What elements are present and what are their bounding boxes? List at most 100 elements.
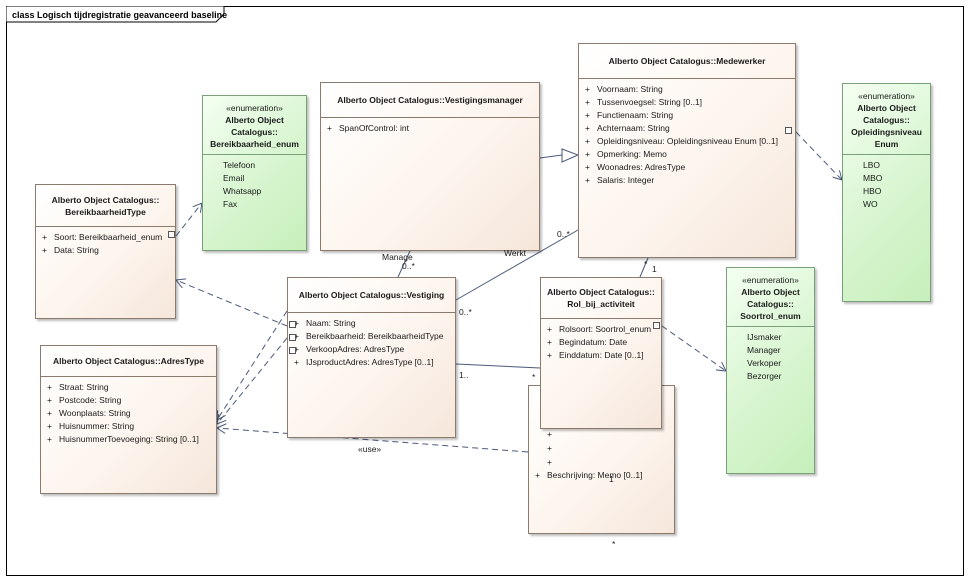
class-medewerker[interactable]: Alberto Object Catalogus::Medewerker +Vo… xyxy=(578,43,796,258)
multiplicity-label: 0..* xyxy=(557,229,570,239)
class-name-line: Opleidingsniveau xyxy=(851,127,922,137)
class-name-line: Catalogus:: xyxy=(231,127,278,137)
class-opleidingsniveau-enum[interactable]: «enumeration» Alberto Object Catalogus::… xyxy=(842,83,931,302)
enum-literal: Telefoon xyxy=(223,160,256,170)
enum-literal: Verkoper xyxy=(747,358,782,368)
attribute-port xyxy=(785,127,792,134)
multiplicity-label: 1 xyxy=(652,264,657,274)
multiplicity-label: * xyxy=(612,539,616,549)
multiplicity-label: 1 xyxy=(609,474,614,484)
attribute-marker: + xyxy=(547,457,552,467)
attribute-row: +SpanOfControl: int xyxy=(327,123,409,133)
class-name-line: Catalogus:: xyxy=(747,299,794,309)
class-vestiging[interactable]: Alberto Object Catalogus::Vestiging +Naa… xyxy=(287,277,456,438)
attribute-port xyxy=(289,321,296,328)
attribute-row: +Woonadres: AdresType xyxy=(585,162,686,172)
attribute-row: +Naam: String xyxy=(294,318,356,328)
attribute-row: +Woonplaats: String xyxy=(47,408,131,418)
class-bereikbaarheidtype[interactable]: Alberto Object Catalogus:: Bereikbaarhei… xyxy=(35,184,176,319)
stereotype-label: «enumeration» xyxy=(742,275,799,285)
enum-literal: Manager xyxy=(747,345,781,355)
attribute-port xyxy=(289,347,296,354)
generalization-arrowhead xyxy=(561,148,580,163)
class-soortrol-enum[interactable]: «enumeration» Alberto Object Catalogus::… xyxy=(726,267,815,474)
class-name-line: Rol_bij_activiteit xyxy=(567,299,635,309)
assoc-manage xyxy=(397,250,411,278)
multiplicity-label: * xyxy=(644,259,648,269)
attribute-row: +Bereikbaarheid: BereikbaarheidType xyxy=(294,331,444,341)
class-name-line: Alberto Object xyxy=(225,115,284,125)
enum-literal: Bezorger xyxy=(747,371,782,381)
assoc-medewerker-rol xyxy=(639,257,649,278)
enum-literal: Fax xyxy=(223,199,238,209)
enum-literal: MBO xyxy=(863,173,883,183)
dep-bereikbaarheidtype-to-enum xyxy=(175,203,202,237)
attribute-row: +Rolsoort: Soortrol_enum xyxy=(547,324,652,334)
class-name-line: Soortrol_enum xyxy=(740,311,801,321)
attribute-port xyxy=(289,334,296,341)
class-name: Alberto Object Catalogus::Vestiging xyxy=(298,290,445,300)
class-name-line: BereikbaarheidType xyxy=(65,207,146,217)
stereotype-label: «enumeration» xyxy=(226,103,283,113)
attribute-port xyxy=(653,322,660,329)
assoc-werkt xyxy=(455,229,579,301)
attribute-row: +Huisnummer: String xyxy=(47,421,135,431)
class-name-line: Alberto Object Catalogus:: xyxy=(51,195,160,205)
dep-rol-to-soortrol xyxy=(661,325,726,371)
enum-literal: HBO xyxy=(863,186,882,196)
assoc-role-label-manage: Manage xyxy=(382,252,413,262)
multiplicity-label: * xyxy=(532,372,536,382)
class-name: Alberto Object Catalogus::Vestigingsmana… xyxy=(337,95,523,105)
enum-literal: WO xyxy=(863,199,878,209)
attribute-row: +Beschrijving: Memo [0..1] xyxy=(535,470,643,480)
class-name-line: Alberto Object Catalogus:: xyxy=(547,287,655,297)
attribute-port xyxy=(168,231,175,238)
dep-vestiging-to-bereikbaarheidtype xyxy=(176,280,288,327)
class-rol-bij-activiteit[interactable]: Alberto Object Catalogus:: Rol_bij_activ… xyxy=(540,277,662,429)
dep-use-to-adrestype xyxy=(217,428,529,453)
attribute-row: +Opleidingsniveau: Opleidingsniveau Enum… xyxy=(585,136,778,146)
multiplicity-label: 0..* xyxy=(402,261,415,271)
dep-medewerker-to-opleidingsniveau xyxy=(795,131,842,180)
class-name: Alberto Object Catalogus::AdresType xyxy=(53,356,204,366)
assoc-vestiging-rol xyxy=(455,363,541,369)
attribute-row: +Postcode: String xyxy=(47,395,122,405)
class-adrestype[interactable]: Alberto Object Catalogus::AdresType +Str… xyxy=(40,345,217,494)
attribute-row: +Data: String xyxy=(42,245,99,255)
class-vestigingsmanager[interactable]: Alberto Object Catalogus::Vestigingsmana… xyxy=(320,82,540,251)
class-name-line: Alberto Object xyxy=(857,103,916,113)
attribute-row: +Begindatum: Date xyxy=(547,337,628,347)
attribute-row: +Straat: String xyxy=(47,382,109,392)
attribute-row: +Salaris: Integer xyxy=(585,175,655,185)
enum-literal: LBO xyxy=(863,160,881,170)
enum-literal: Whatsapp xyxy=(223,186,262,196)
multiplicity-label: 0..* xyxy=(459,307,472,317)
attribute-row: +Voornaam: String xyxy=(585,84,663,94)
class-name-line: Catalogus:: xyxy=(863,115,910,125)
dep-vestiging-to-adrestype-2 xyxy=(217,337,288,424)
attribute-marker: + xyxy=(547,443,552,453)
enum-literal: IJsmaker xyxy=(747,332,782,342)
enum-literal: Email xyxy=(223,173,245,183)
class-name-line: Alberto Object xyxy=(741,287,800,297)
dep-vestiging-to-adrestype-1 xyxy=(217,310,288,420)
attribute-row: +Opmerking: Memo xyxy=(585,149,667,159)
class-name-line: Bereikbaarheid_enum xyxy=(210,139,299,149)
diagram-title: class Logisch tijdregistratie geavanceer… xyxy=(12,10,228,20)
attribute-row: +Soort: Bereikbaarheid_enum xyxy=(42,232,163,242)
attribute-row: +IJsproductAdres: AdresType [0..1] xyxy=(294,357,434,367)
multiplicity-label: 1.. xyxy=(459,370,469,380)
stereotype-use-label: «use» xyxy=(358,444,382,454)
class-name: Alberto Object Catalogus::Medewerker xyxy=(608,56,766,66)
attribute-row: +Functienaam: String xyxy=(585,110,674,120)
attribute-row: +Achternaam: String xyxy=(585,123,670,133)
attribute-row: +HuisnummerToevoeging: String [0..1] xyxy=(47,434,199,444)
attribute-row: +VerkoopAdres: AdresType xyxy=(294,344,405,354)
generalization-vestigingsmanager-medewerker xyxy=(539,154,563,159)
attribute-row: +Einddatum: Date [0..1] xyxy=(547,350,644,360)
attribute-marker: + xyxy=(547,429,552,439)
assoc-role-label-werkt: Werkt xyxy=(504,248,527,258)
class-name-line: Enum xyxy=(874,139,899,149)
class-bereikbaarheid-enum[interactable]: «enumeration» Alberto Object Catalogus::… xyxy=(202,95,307,251)
stereotype-label: «enumeration» xyxy=(858,91,915,101)
